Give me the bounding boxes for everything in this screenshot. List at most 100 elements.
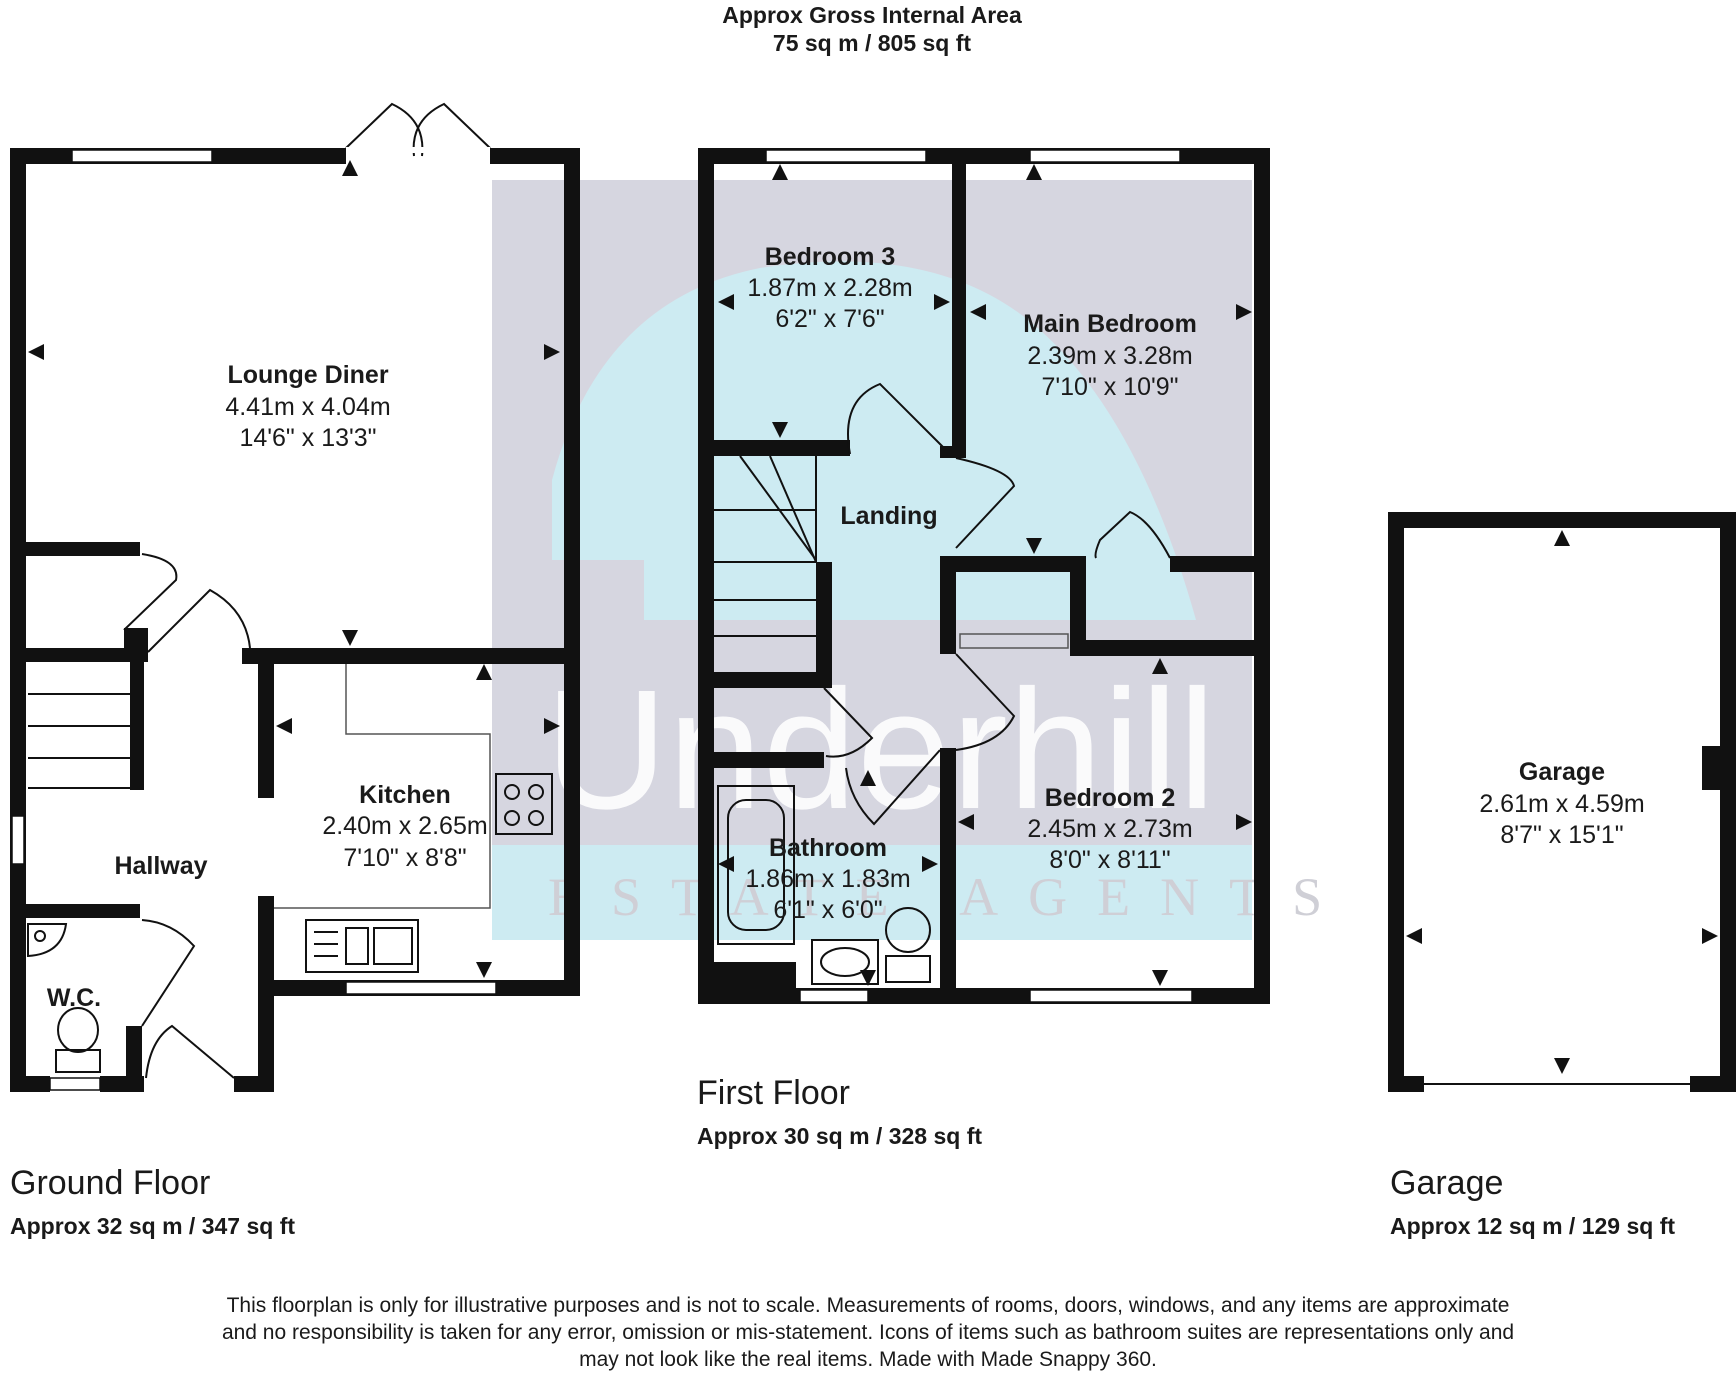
ff-bedroom2-door: [955, 653, 1016, 751]
ff-wall-bath-right: [940, 748, 956, 1004]
room-name: Bedroom 3: [765, 243, 896, 271]
ground-floor-plan: [10, 102, 580, 1092]
gf-wall-wc-top: [10, 904, 140, 918]
gf-lounge-door: [147, 588, 251, 653]
gf-wall-stairs-right: [130, 650, 144, 790]
room-imperial: 14'6" x 13'3": [239, 424, 376, 452]
garage-wall-left: [1388, 512, 1404, 1092]
ff-wall-bed2-top: [1070, 640, 1270, 656]
ff-wall-cupboard-left: [940, 556, 956, 654]
room-lounge-diner: Lounge Diner 4.41m x 4.04m 14'6" x 13'3": [225, 361, 390, 452]
room-landing: Landing: [840, 502, 937, 530]
gf-kitchen-window: [345, 981, 497, 995]
garage-wall-bottom-right: [1690, 1076, 1736, 1092]
ff-wall-main-bottom: [1170, 556, 1270, 572]
disclaimer-line-1: This floorplan is only for illustrative …: [227, 1294, 1510, 1317]
room-bedroom-2: Bedroom 2 2.45m x 2.73m 8'0" x 8'11": [1027, 784, 1192, 874]
gf-wall-hall-right-lower: [258, 896, 274, 1092]
watermark-logo: Underhill ESTATE AGENTS: [492, 180, 1352, 940]
gf-wc-door: [141, 919, 196, 1027]
ff-bedroom3-window: [765, 149, 927, 163]
room-metric: 2.39m x 3.28m: [1027, 342, 1192, 370]
ff-wall-cupboard-mid: [1070, 556, 1086, 656]
room-metric: 2.45m x 2.73m: [1027, 815, 1192, 843]
gf-wall-bottom-right: [234, 1076, 274, 1092]
ff-wall-bath-top: [714, 752, 824, 768]
room-name: Lounge Diner: [227, 361, 388, 389]
ff-wall-right: [1254, 148, 1270, 1004]
ff-bathroom-door: [845, 749, 941, 826]
room-imperial: 7'10" x 10'9": [1041, 373, 1178, 401]
room-name: Bedroom 2: [1045, 784, 1176, 812]
room-name: Main Bedroom: [1023, 310, 1197, 338]
garage-plan: [1388, 512, 1736, 1092]
ff-wall-left: [698, 148, 714, 1004]
room-name: Bathroom: [769, 834, 887, 862]
garage-side-door: [1702, 746, 1722, 790]
gf-stairs: [28, 693, 130, 789]
ff-wall-stairs-bottom: [714, 672, 832, 688]
gf-wall-bottom-left: [10, 1076, 50, 1092]
room-metric: 4.41m x 4.04m: [225, 393, 390, 421]
room-wc: W.C.: [47, 984, 101, 1012]
room-bathroom: Bathroom 1.86m x 1.83m 6'1" x 6'0": [745, 834, 910, 924]
ff-wall-bed3-stub: [940, 446, 966, 458]
room-hallway: Hallway: [114, 852, 207, 880]
garage-floor-label: Garage: [1390, 1164, 1503, 1202]
garage-wall-right: [1720, 512, 1736, 1092]
watermark-band: [492, 845, 1252, 940]
wc-basin-icon: [27, 923, 68, 958]
dimension-arrows: [28, 160, 1718, 1074]
room-imperial: 8'0" x 8'11": [1049, 846, 1170, 874]
garage-wall-bottom-left: [1388, 1076, 1424, 1092]
room-imperial: 6'2" x 7'6": [775, 305, 884, 333]
disclaimer-line-2: and no responsibility is taken for any e…: [222, 1321, 1514, 1344]
room-main-bedroom: Main Bedroom 2.39m x 3.28m 7'10" x 10'9": [1023, 310, 1197, 401]
ground-floor-label: Ground Floor: [10, 1164, 210, 1202]
gf-wc-window: [49, 1077, 101, 1091]
sink-icon: [305, 919, 419, 973]
gf-wall-lounge-kitchen: [242, 648, 580, 664]
gf-wall-right: [564, 148, 580, 996]
first-floor-plan: [698, 148, 1270, 1004]
gf-wall-stairs-top: [10, 648, 144, 662]
garage-wall-top: [1388, 512, 1736, 528]
gf-cupboard-door: [123, 553, 178, 631]
basin-icon: [811, 939, 879, 985]
ff-wall-bed3-main: [952, 148, 966, 458]
room-name: Garage: [1519, 758, 1605, 786]
gf-kitchen-worktop: [274, 664, 491, 909]
ff-wall-bed3-bottom: [714, 440, 850, 456]
first-floor-area: Approx 30 sq m / 328 sq ft: [697, 1123, 982, 1149]
first-floor-label: First Floor: [697, 1074, 850, 1112]
toilet-icon: [55, 1007, 101, 1073]
room-metric: 2.61m x 4.59m: [1479, 790, 1644, 818]
ff-cupboard-sliding-door: [959, 633, 1069, 649]
ff-wall-stairs-right: [816, 562, 832, 680]
room-metric: 1.87m x 2.28m: [747, 274, 912, 302]
room-bedroom-3: Bedroom 3 1.87m x 2.28m 6'2" x 7'6": [747, 243, 912, 333]
room-imperial: 7'10" x 8'8": [343, 844, 466, 872]
ff-bedroom2-window: [1029, 989, 1193, 1003]
gf-wall-hall-right-upper: [258, 648, 274, 798]
ff-bedroom3-door: [847, 382, 945, 455]
ff-stairs: [714, 455, 817, 637]
garage-floor-area: Approx 12 sq m / 129 sq ft: [1390, 1213, 1675, 1239]
gross-area-title: Approx Gross Internal Area: [722, 2, 1022, 28]
ff-wall-cupboard-top: [940, 556, 1070, 572]
gf-wall-left: [10, 148, 26, 1092]
ff-landing-cupboard-door: [823, 687, 874, 758]
room-metric: 2.40m x 2.65m: [322, 812, 487, 840]
toilet-icon-first-floor: [885, 907, 931, 983]
gf-wall-cupboard-top: [10, 542, 140, 556]
hob-icon: [495, 773, 553, 835]
ff-main-bedroom-window: [1029, 149, 1181, 163]
ff-bath-boxing: [714, 962, 796, 1004]
gf-wall-top-right: [490, 148, 578, 164]
watermark-tagline: ESTATE AGENTS: [548, 867, 1352, 927]
gf-front-door: [145, 1024, 235, 1079]
gf-lounge-window: [71, 149, 213, 163]
room-metric: 1.86m x 1.83m: [745, 865, 910, 893]
gf-hall-window: [11, 815, 25, 865]
